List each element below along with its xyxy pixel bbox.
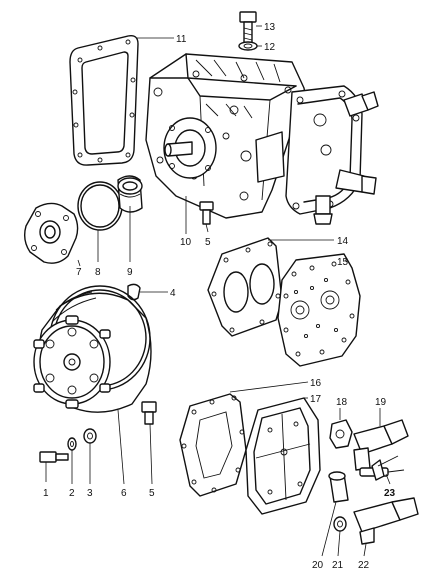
- callout-20: 20: [312, 560, 324, 571]
- callout-labels: 13 12 11 10 5 7 8 9 4 14 15 16 17 18 19 …: [43, 22, 396, 571]
- callout-23: 23: [384, 488, 396, 499]
- callout-17: 17: [310, 394, 322, 405]
- part-20-fitting: [328, 471, 349, 503]
- part-18-small-gasket: [329, 419, 353, 449]
- part-7-flange-plate: [23, 202, 79, 264]
- callout-13: 13: [264, 22, 276, 33]
- callout-14: 14: [337, 236, 349, 247]
- part-17-cylinder-head: [245, 397, 321, 515]
- part-14-gasket-upper: [207, 237, 283, 337]
- callout-10: 10: [180, 237, 192, 248]
- part-1-bolt: [39, 451, 69, 463]
- callout-21: 21: [332, 560, 344, 571]
- callout-6: 6: [121, 488, 127, 499]
- callout-3: 3: [87, 488, 93, 499]
- part-4-woodruff-key: [127, 283, 141, 301]
- callout-16: 16: [310, 378, 322, 389]
- callout-8: 8: [95, 267, 101, 278]
- part-21-washer: [333, 516, 347, 532]
- part-19-service-valve: [353, 419, 409, 477]
- callout-7: 7: [76, 267, 82, 278]
- part-15-valve-plate: [277, 253, 361, 367]
- part-13-bolt: [239, 11, 257, 45]
- part-10-compressor-body: [145, 53, 379, 225]
- callout-12: 12: [264, 42, 276, 53]
- callout-11: 11: [176, 34, 187, 45]
- part-5-bolt-upper: [199, 201, 214, 225]
- part-3-washer: [83, 428, 97, 444]
- callout-9: 9: [127, 267, 133, 278]
- callout-22: 22: [358, 560, 370, 571]
- part-11-cover-gasket: [69, 34, 139, 166]
- callout-5-upper: 5: [205, 237, 211, 248]
- callout-1: 1: [43, 488, 49, 499]
- callout-18: 18: [336, 397, 348, 408]
- callout-4: 4: [170, 288, 176, 299]
- part-6-clutch-pulley: [33, 285, 152, 413]
- part-12-washer: [238, 41, 258, 51]
- callout-5-lower: 5: [149, 488, 155, 499]
- part-8-o-ring: [77, 181, 123, 231]
- callout-15: 15: [337, 257, 349, 268]
- callout-2: 2: [69, 488, 75, 499]
- part-23-valve-fitting: [371, 455, 399, 481]
- part-2-lock-washer: [67, 437, 77, 451]
- part-9-shaft-seal: [117, 175, 143, 213]
- part-22-service-valve: [353, 497, 419, 545]
- callout-19: 19: [375, 397, 387, 408]
- part-5-bolt-lower: [141, 401, 157, 425]
- part-16-gasket-lower: [179, 393, 247, 497]
- leader-lines: [45, 25, 391, 557]
